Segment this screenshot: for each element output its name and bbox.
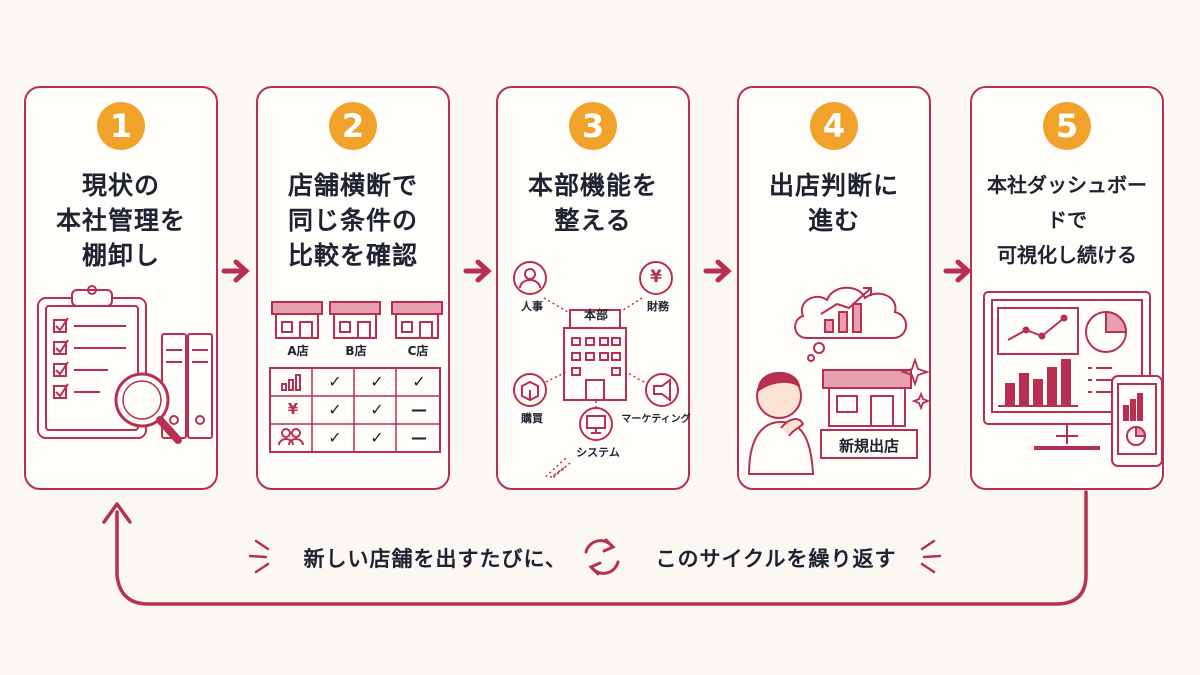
step-3-illustration	[513, 261, 679, 478]
headquarters-building-icon	[563, 309, 627, 401]
sparkle-icon	[900, 357, 931, 411]
comparison-table	[269, 367, 441, 453]
table-cell: ✓	[328, 428, 342, 447]
system-monitor-icon	[579, 407, 613, 441]
table-cell: ✓	[370, 372, 384, 391]
tablet-icon	[1111, 375, 1163, 467]
cycle-caption-left: 新しい店舗を出すたびに、	[303, 547, 567, 571]
yen-symbol: ¥	[650, 267, 662, 287]
step-4-card: 4 出店判断に 進む	[737, 86, 931, 490]
hr-person-icon	[513, 261, 547, 295]
magnifier-icon	[114, 372, 182, 444]
step-5-title-line: 本社ダッシュボードで	[987, 173, 1147, 232]
yen-icon: ¥	[287, 400, 299, 418]
table-cell: ✓	[328, 372, 342, 391]
table-cell: —	[411, 400, 427, 419]
table-cell: —	[411, 428, 427, 447]
finance-yen-icon	[639, 261, 673, 295]
table-cell: ✓	[412, 372, 426, 391]
store-label: C店	[407, 344, 429, 358]
new-store-icon	[822, 369, 912, 427]
step-5-number: 5	[1043, 102, 1091, 150]
function-label-purchasing: 購買	[521, 412, 543, 425]
hub-connectors-lower	[551, 462, 571, 478]
step-3-title-line: 本部機能を	[527, 171, 658, 200]
function-label-marketing: マーケティング	[621, 414, 691, 425]
hub-connectors-bottom	[545, 371, 645, 408]
growth-chart-icon	[820, 287, 872, 333]
step-3-number: 3	[569, 102, 617, 150]
function-label-system: システム	[576, 446, 620, 459]
step-arrow-4-5	[943, 259, 972, 283]
marketing-megaphone-icon	[645, 373, 679, 407]
step-2-title-line: 店舗横断で	[287, 171, 418, 200]
caption-emphasis-left	[248, 539, 270, 574]
hq-label: 本部	[583, 308, 608, 322]
step-2-title: 店舗横断で 同じ条件の 比較を確認	[264, 168, 442, 273]
step-1-card: 1 現状の 本社管理を 棚卸し	[24, 86, 218, 490]
step-2-title-line: 同じ条件の	[287, 206, 418, 235]
step-4-illustration	[747, 286, 931, 475]
step-arrow-3-4	[703, 259, 732, 283]
recycle-icon	[584, 538, 620, 576]
cycle-caption-right: このサイクルを繰り返す	[655, 547, 897, 571]
step-2-card: 2 店舗横断で 同じ条件の 比較を確認 A店 B店 C店	[256, 86, 450, 490]
step-1-title: 現状の 本社管理を 棚卸し	[32, 168, 210, 273]
binders-icon	[161, 333, 213, 439]
step-5-card: 5 本社ダッシュボードで 可視化し続ける	[970, 86, 1164, 490]
line-chart-widget	[997, 307, 1079, 355]
step-4-title-line: 出店判断に	[768, 171, 899, 200]
store-a-icon	[271, 301, 323, 339]
step-4-title-line: 進む	[807, 206, 860, 235]
step-arrow-2-3	[463, 259, 492, 283]
step-1-title-line: 棚卸し	[81, 241, 160, 270]
list-widget	[1088, 367, 1112, 393]
step-3-title-line: 整える	[554, 206, 632, 235]
function-label-finance: 財務	[647, 300, 669, 313]
cycle-caption: 新しい店舗を出すたびに、 このサイクルを繰り返す	[0, 543, 1200, 573]
new-store-sign-label: 新規出店	[838, 437, 899, 455]
step-1-title-line: 現状の	[81, 171, 160, 200]
step-5-illustration	[983, 291, 1163, 467]
step-5-title-line: 可視化し続ける	[997, 243, 1137, 267]
step-2-title-line: 比較を確認	[287, 241, 418, 270]
pie-chart-widget	[1085, 310, 1128, 353]
store-label: A店	[287, 344, 309, 358]
table-cell: ✓	[370, 400, 384, 419]
step-4-number: 4	[810, 102, 858, 150]
bar-chart-widget	[998, 359, 1078, 407]
purchasing-box-icon	[513, 373, 547, 407]
cycle-loop-arrowhead	[102, 502, 132, 524]
new-store-sign	[820, 429, 918, 459]
step-1-illustration	[37, 285, 213, 444]
store-label: B店	[345, 344, 367, 358]
store-c-icon	[391, 301, 443, 339]
thought-cloud-icon	[794, 286, 907, 362]
table-cell: ✓	[328, 400, 342, 419]
step-3-card: 3 本部機能を 整える	[496, 86, 691, 490]
caption-emphasis-right	[920, 539, 942, 574]
step-5-title: 本社ダッシュボードで 可視化し続ける	[978, 168, 1156, 273]
step-4-title: 出店判断に 進む	[745, 168, 923, 238]
bar-chart-icon	[281, 374, 301, 391]
step-arrow-1-2	[221, 259, 250, 283]
step-1-number: 1	[97, 102, 145, 150]
step-3-title: 本部機能を 整える	[504, 168, 682, 238]
step-2-number: 2	[329, 102, 377, 150]
table-cell: ✓	[370, 428, 384, 447]
cycle-loop-arrow	[115, 490, 1088, 606]
store-b-icon	[329, 301, 381, 339]
step-2-stores	[271, 301, 443, 339]
thinking-person-icon	[747, 371, 815, 475]
function-label-hr: 人事	[521, 300, 543, 313]
step-1-title-line: 本社管理を	[55, 206, 186, 235]
people-icon	[278, 428, 304, 446]
